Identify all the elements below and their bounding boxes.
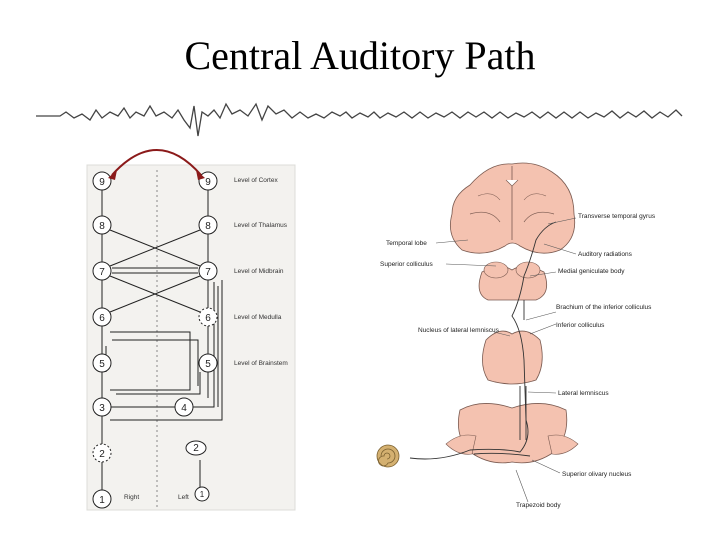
- node-label: 4: [181, 403, 187, 414]
- node-left-7: [198, 261, 218, 281]
- label-auditory-radiations: Auditory radiations: [578, 251, 633, 258]
- anatomy-labels: Transverse temporal gyrus Temporal lobe …: [380, 213, 656, 509]
- level-medulla: Level of Medulla: [234, 314, 282, 321]
- node-right-2: [92, 443, 112, 463]
- node-left-9: [198, 171, 218, 191]
- node-label: 9: [99, 177, 105, 188]
- node-left-1: [194, 486, 210, 502]
- node-right-6: [92, 307, 112, 327]
- node-right-9: [92, 171, 112, 191]
- level-thalamus: Level of Thalamus: [234, 222, 288, 229]
- left-nodes: [174, 171, 218, 502]
- label-brachium-inferior-colliculus: Brachium of the inferior colliculus: [556, 304, 652, 311]
- node-label: 9: [205, 177, 211, 188]
- level-cortex: Level of Cortex: [234, 177, 278, 184]
- left-node-labels: 9 8 7 6 5 4 2 1: [181, 177, 211, 499]
- node-left-2: [185, 440, 207, 456]
- node-label: 6: [99, 313, 105, 324]
- leader-lines: [435, 217, 577, 503]
- label-superior-olivary-nucleus: Superior olivary nucleus: [562, 471, 632, 478]
- pons-section: [482, 330, 543, 385]
- node-label: 2: [99, 449, 105, 460]
- node-right-3: [92, 397, 112, 417]
- node-right-5: [92, 353, 112, 373]
- pathway-lines: [101, 190, 223, 490]
- node-label: 1: [200, 490, 205, 499]
- node-left-4: [174, 397, 194, 417]
- cochlea-icon: [376, 444, 400, 468]
- node-label: 6: [205, 313, 211, 324]
- slide-title: Central Auditory Path: [184, 33, 536, 78]
- node-label: 8: [205, 221, 211, 232]
- side-label-right: Right: [124, 494, 139, 501]
- level-labels: Level of Cortex Level of Thalamus Level …: [234, 177, 288, 367]
- node-label: 5: [205, 359, 211, 370]
- label-lateral-lemniscus: Lateral lemniscus: [558, 390, 609, 397]
- node-right-8: [92, 215, 112, 235]
- level-midbrain: Level of Midbrain: [234, 268, 284, 275]
- node-label: 7: [99, 267, 105, 278]
- node-right-1: [92, 489, 112, 509]
- label-trapezoid-body: Trapezoid body: [516, 502, 561, 509]
- node-left-5: [198, 353, 218, 373]
- right-node-labels: 9 8 7 6 5 3 2 1: [99, 177, 105, 506]
- node-label: 7: [205, 267, 211, 278]
- label-superior-colliculus: Superior colliculus: [380, 261, 433, 268]
- label-inferior-colliculus: Inferior colliculus: [556, 322, 605, 329]
- arc-arrowhead-left: [108, 170, 117, 180]
- side-label-left: Left: [178, 494, 189, 501]
- node-label: 2: [193, 443, 199, 454]
- node-label: 1: [99, 495, 105, 506]
- node-label: 3: [99, 403, 105, 414]
- label-temporal-lobe: Temporal lobe: [386, 240, 427, 247]
- right-nodes: [92, 171, 112, 509]
- node-label: 8: [99, 221, 105, 232]
- label-nucleus-lateral-lemniscus: Nucleus of lateral lemniscus: [418, 327, 500, 334]
- level-brainstem: Level of Brainstem: [234, 360, 288, 367]
- brain-section: [449, 162, 576, 254]
- node-left-6: [198, 307, 218, 327]
- label-medial-geniculate-body: Medial geniculate body: [558, 268, 625, 275]
- node-label: 5: [99, 359, 105, 370]
- anatomy-pathways: [409, 221, 557, 460]
- arc-arrowhead-right: [196, 170, 205, 180]
- node-left-8: [198, 215, 218, 235]
- node-right-7: [92, 261, 112, 281]
- cortex-arc: [111, 149, 202, 176]
- label-transverse-temporal-gyrus: Transverse temporal gyrus: [578, 213, 656, 220]
